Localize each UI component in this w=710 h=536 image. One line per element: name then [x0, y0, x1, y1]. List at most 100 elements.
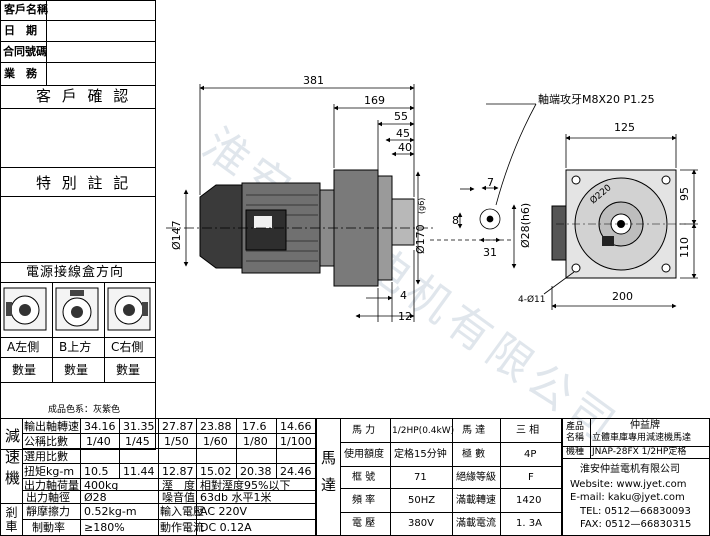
dim-147: Ø147 [170, 220, 183, 250]
hp-label: 馬 力 [352, 425, 376, 436]
dim-110: 110 [678, 237, 691, 258]
load-label: 出力軸荷量 [24, 479, 79, 492]
speed-5: 17.6 [242, 420, 267, 433]
torque-5: 20.38 [240, 465, 272, 478]
rated-speed-value: 1420 [516, 495, 542, 506]
friction-value: 0.52kg-m [84, 505, 137, 518]
poles-label: 極 數 [462, 449, 486, 460]
color-note: 成品色系：灰紫色 [48, 405, 121, 415]
motor-front-view [551, 169, 686, 279]
ratio-3: 1/50 [164, 435, 189, 448]
rating-value: 定格15分钟 [394, 449, 447, 460]
customer-name-label: 客戶名稱 [4, 3, 48, 16]
torque-6: 24.46 [280, 465, 312, 478]
shaft-dia-value: Ø28 [84, 491, 107, 504]
side-b-icon [55, 287, 99, 331]
speed-3: 27.87 [162, 420, 194, 433]
motor-type-value: 三 相 [516, 425, 540, 436]
dim-holes: 4-Ø11 [518, 294, 546, 305]
shaft-thread-note: 軸端攻牙M8X20 P1.25 [538, 92, 655, 106]
input-voltage-value: AC 220V [200, 505, 248, 518]
company-fax: FAX: 0512—66830315 [580, 519, 692, 530]
row-ratio-label: 公稱比數 [24, 435, 68, 448]
noise-label: 噪音值 [162, 491, 195, 504]
shaft-end-view [430, 103, 537, 269]
motor-side-view [166, 169, 434, 287]
speed-4: 23.88 [200, 420, 232, 433]
dim-170-tol: (g6) [417, 198, 426, 214]
dim-45: 45 [396, 127, 410, 140]
load-value: 400kg [84, 479, 119, 492]
hp-value: 1/2HP(0.4kW) [392, 426, 455, 436]
torque-1: 10.5 [84, 465, 109, 478]
speed-1: 34.16 [84, 420, 116, 433]
model-value: JNAP-28FX 1/2HP定格 [592, 447, 687, 457]
customer-name-field[interactable] [48, 2, 154, 19]
side-b-qty-label: 數量 [64, 363, 89, 377]
voltage-value: 380V [408, 518, 434, 529]
frame-label: 框 號 [352, 472, 376, 483]
dim-200: 200 [612, 290, 633, 303]
business-label: 業 務 [4, 67, 37, 80]
frequency-value: 50HZ [408, 495, 436, 506]
shaft-dia-label: 出力軸徑 [26, 491, 70, 504]
frequency-label: 頻 率 [352, 495, 376, 506]
rated-current-label: 滿載電流 [456, 518, 496, 529]
insulation-label: 絕緣等級 [456, 472, 496, 483]
rating-label: 使用額度 [344, 449, 384, 460]
dim-381: 381 [303, 74, 324, 87]
customer-confirm-title: 客 戶 確 認 [36, 87, 132, 105]
brake-rate-label: 制動率 [32, 521, 65, 534]
selected-ratio-field[interactable] [81, 449, 315, 462]
side-a-label[interactable]: A左側 [7, 340, 40, 354]
dim-95: 95 [678, 187, 691, 201]
dim-4: 4 [400, 289, 407, 302]
insulation-value: F [528, 472, 534, 483]
motor-side-label: 馬達 [319, 450, 337, 504]
junction-box-title: 電源接線盒方向 [26, 265, 125, 280]
dim-55: 55 [394, 110, 408, 123]
dim-12: 12 [398, 310, 412, 323]
poles-value: 4P [524, 449, 537, 460]
action-current-label: 動作電流 [160, 521, 204, 534]
dim-125: 125 [614, 121, 635, 134]
row-selected-ratio-label: 選用比數 [24, 450, 68, 463]
company-website[interactable]: Website: www.jyet.com [570, 479, 687, 490]
contract-label: 合同號碼 [3, 45, 47, 58]
dim-key-31: 31 [483, 246, 497, 259]
junction-box-icons [3, 287, 151, 331]
brake-rate-value: ≥180% [84, 521, 125, 534]
dim-170: Ø170 [414, 224, 427, 254]
company-phone: TEL: 0512—66830093 [580, 506, 691, 517]
frame-value: 71 [414, 472, 427, 483]
dim-key-7: 7 [487, 176, 494, 189]
product-name: 立體車庫專用減速機馬達 [592, 433, 692, 443]
speed-6: 14.66 [280, 420, 312, 433]
dim-key-8: 8 [452, 214, 459, 227]
side-c-label[interactable]: C右側 [111, 340, 144, 354]
speed-2: 31.35 [123, 420, 155, 433]
side-a-icon [3, 287, 47, 331]
friction-label: 靜摩擦力 [26, 505, 70, 518]
special-notes-title: 特 別 註 記 [36, 174, 132, 192]
side-a-qty-label: 數量 [12, 363, 37, 377]
product-label: 產品名稱 [566, 422, 585, 443]
date-label: 日 期 [4, 24, 37, 37]
ratio-1: 1/40 [86, 435, 111, 448]
side-c-icon [107, 287, 151, 331]
model-label: 機種 [566, 447, 585, 457]
torque-3: 12.87 [162, 465, 194, 478]
side-b-label[interactable]: B上方 [59, 340, 92, 354]
humidity-value: 相對溼度95%以下 [200, 479, 291, 492]
dim-169: 169 [364, 94, 385, 107]
ratio-2: 1/45 [125, 435, 150, 448]
company-name: 淮安仲益電机有限公司 [580, 464, 680, 475]
ratio-4: 1/60 [203, 435, 228, 448]
ratio-6: 1/100 [280, 435, 312, 448]
rated-speed-label: 滿載轉速 [456, 495, 496, 506]
torque-2: 11.44 [123, 465, 155, 478]
company-email[interactable]: E-mail: kaku@jyet.com [570, 492, 685, 503]
brake-side-label: 剎車 [4, 506, 18, 534]
humidity-label: 溼 度 [162, 479, 195, 492]
